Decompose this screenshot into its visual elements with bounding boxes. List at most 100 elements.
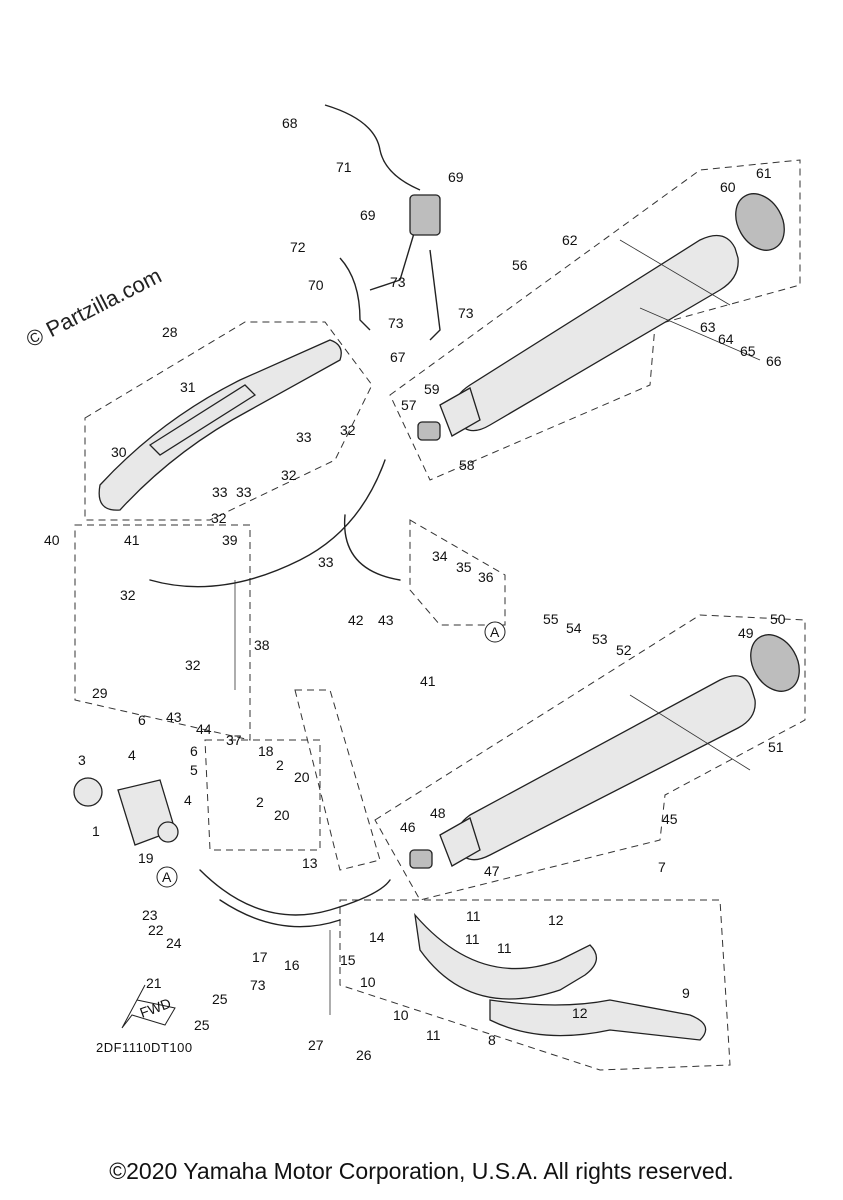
callout: 43 xyxy=(378,612,394,628)
callout: 27 xyxy=(308,1037,324,1053)
callout: 29 xyxy=(92,685,108,701)
assembly-outlines xyxy=(74,159,806,1071)
callout: 52 xyxy=(616,642,632,658)
callout: 51 xyxy=(768,739,784,755)
fwd-arrow: FWD xyxy=(121,984,176,1029)
callout: 53 xyxy=(592,631,608,647)
callout: 70 xyxy=(308,277,324,293)
callout: 41 xyxy=(124,532,140,548)
callout: 69 xyxy=(360,207,376,223)
callout: 67 xyxy=(390,349,406,365)
callout: 16 xyxy=(284,957,300,973)
leader-lines xyxy=(234,239,761,1015)
callout: 6 xyxy=(190,743,198,759)
callout: 61 xyxy=(756,165,772,181)
callout: 44 xyxy=(196,721,212,737)
callout: 8 xyxy=(488,1032,496,1048)
callout: 39 xyxy=(222,532,238,548)
callout: 64 xyxy=(718,331,734,347)
callout: 59 xyxy=(424,381,440,397)
callout: 11 xyxy=(465,931,480,947)
connector-label: A xyxy=(162,869,172,885)
callout: 48 xyxy=(430,805,446,821)
callout: 21 xyxy=(146,975,162,991)
callout: 57 xyxy=(401,397,417,413)
y-pipe xyxy=(149,459,401,928)
drawing-code: 2DF1110DT100 xyxy=(96,1040,193,1055)
callout: 33 xyxy=(318,554,334,570)
callout: 9 xyxy=(682,985,690,1001)
callout: 15 xyxy=(340,952,356,968)
callout: 42 xyxy=(348,612,364,628)
heat-shields xyxy=(98,339,342,511)
callout: 32 xyxy=(340,422,356,438)
callout: 73 xyxy=(388,315,404,331)
callout: 32 xyxy=(120,587,136,603)
callout: 22 xyxy=(148,922,164,938)
callout: 46 xyxy=(400,819,416,835)
callout: 19 xyxy=(138,850,154,866)
callout: 20 xyxy=(294,769,310,785)
callout: 40 xyxy=(44,532,60,548)
callout: 13 xyxy=(302,855,318,871)
callout: 58 xyxy=(459,457,475,473)
upper-muffler xyxy=(417,193,785,441)
callout: 65 xyxy=(740,343,756,359)
callout: 11 xyxy=(466,908,481,924)
callout: 71 xyxy=(336,159,352,175)
callout: 20 xyxy=(274,807,290,823)
callout: 36 xyxy=(478,569,494,585)
callout: 69 xyxy=(448,169,464,185)
callout: 28 xyxy=(162,324,178,340)
callout: 32 xyxy=(211,510,227,526)
callout: 4 xyxy=(184,792,192,808)
callout: 14 xyxy=(369,929,385,945)
callout: 63 xyxy=(700,319,716,335)
callout: 50 xyxy=(770,611,786,627)
callout: 18 xyxy=(258,743,274,759)
callout-labels: 1 2 2 3 4 4 5 6 6 7 8 9 10 10 11 11 11 1… xyxy=(44,115,786,1063)
callout: 55 xyxy=(543,611,559,627)
callout: 12 xyxy=(548,912,564,928)
callout: 3 xyxy=(78,752,86,768)
callout: 62 xyxy=(562,232,578,248)
callout: 30 xyxy=(111,444,127,460)
callout: 56 xyxy=(512,257,528,273)
callout: 45 xyxy=(662,811,678,827)
callout: 25 xyxy=(212,991,228,1007)
callout: 7 xyxy=(658,859,666,875)
callout: 10 xyxy=(360,974,376,990)
callout: 37 xyxy=(226,732,242,748)
callout: 54 xyxy=(566,620,582,636)
callout: 43 xyxy=(166,709,182,725)
callout: 12 xyxy=(572,1005,588,1021)
callout: 2 xyxy=(276,757,284,773)
callout: 11 xyxy=(497,940,512,956)
callout: 34 xyxy=(432,548,448,564)
callout: 24 xyxy=(166,935,182,951)
lower-heat-shield xyxy=(414,912,707,1041)
callout: 41 xyxy=(420,673,436,689)
callout: 1 xyxy=(92,823,100,839)
callout: 33 xyxy=(296,429,312,445)
callout: 73 xyxy=(390,274,406,290)
front-flange xyxy=(73,777,179,846)
callout: 2 xyxy=(256,794,264,810)
connector-markers: A A xyxy=(156,621,506,888)
callout: 35 xyxy=(456,559,472,575)
callout: 23 xyxy=(142,907,158,923)
callout: 47 xyxy=(484,863,500,879)
callout: 31 xyxy=(180,379,196,395)
lower-muffler xyxy=(409,634,800,869)
callout: 68 xyxy=(282,115,298,131)
callout: 38 xyxy=(254,637,270,653)
callout: 32 xyxy=(185,657,201,673)
callout: 10 xyxy=(393,1007,409,1023)
callout: 4 xyxy=(128,747,136,763)
vacuum-hoses xyxy=(324,104,441,341)
callout: 5 xyxy=(190,762,198,778)
callout: 11 xyxy=(426,1027,441,1043)
callout: 60 xyxy=(720,179,736,195)
callout: 25 xyxy=(194,1017,210,1033)
